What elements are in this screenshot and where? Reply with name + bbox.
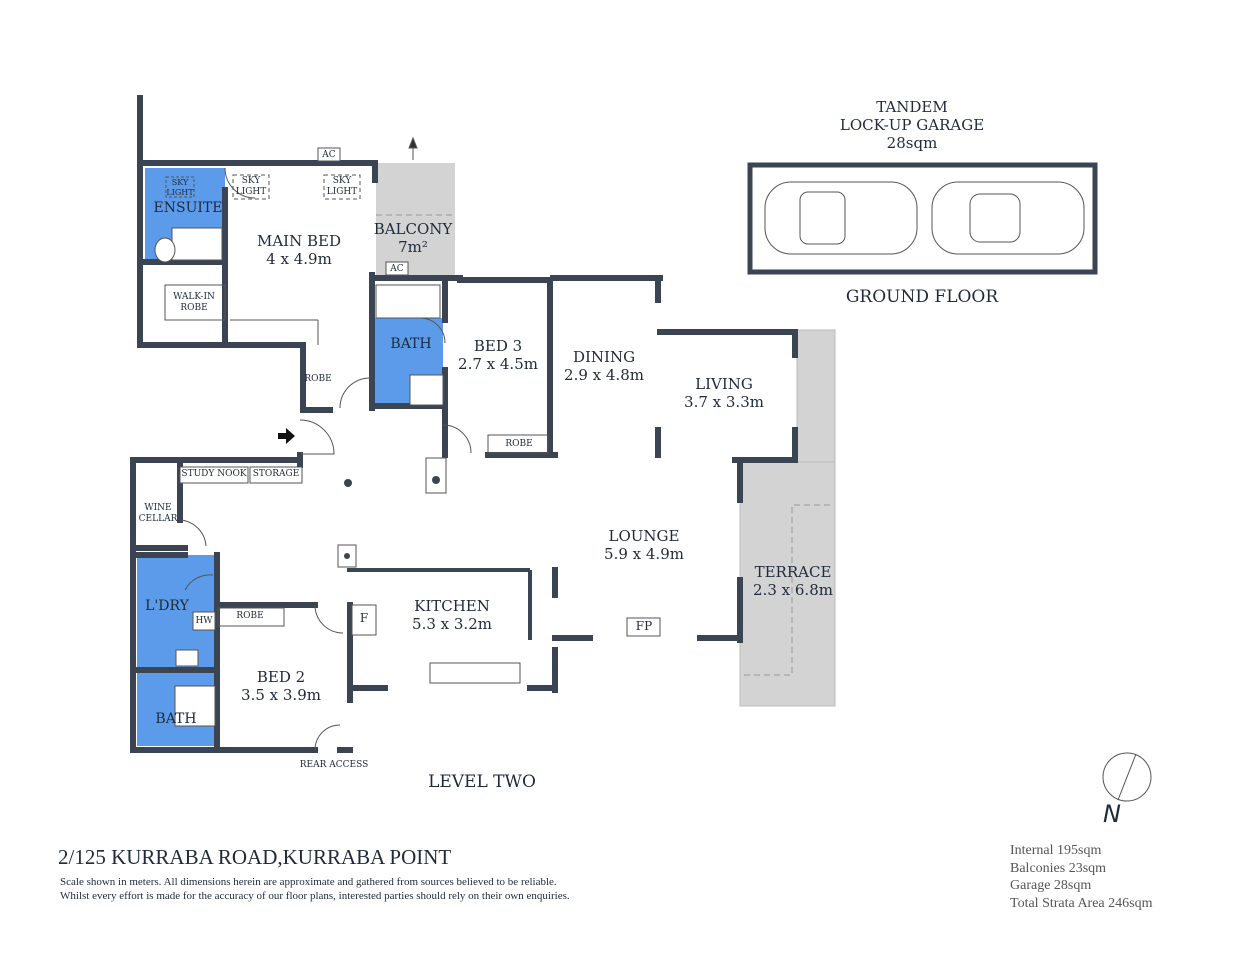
room-name: KITCHEN (414, 597, 490, 615)
fixture-lines (154, 136, 1152, 802)
room-size: 3.5 x 3.9m (241, 686, 321, 704)
fixture-text: LIGHT (235, 186, 267, 197)
room-name: BALCONY (373, 220, 453, 238)
garage-line1: TANDEM (876, 98, 948, 116)
terrace-area (739, 459, 836, 707)
disclaimer: Scale shown in meters. All dimensions he… (60, 875, 570, 903)
ensuite-label: ENSUITE (153, 200, 223, 216)
bath-upper-label: BATH (390, 336, 432, 352)
room-name: LOUNGE (608, 527, 680, 545)
hot-water-label: HW (195, 616, 213, 626)
robe-label: ROBE (236, 611, 264, 621)
room-size: 3.7 x 3.3m (684, 393, 764, 411)
terrace-strip (796, 329, 836, 463)
entry-arrow-icon (278, 428, 295, 444)
fixture-text: SKY (171, 178, 189, 187)
rear-access-label: REAR ACCESS (299, 760, 369, 770)
column-marker (344, 553, 350, 559)
room-size: 2.7 x 4.5m (458, 355, 538, 373)
garage-label: TANDEM LOCK-UP GARAGE 28sqm (840, 98, 984, 152)
ac-label: AC (390, 264, 404, 274)
area-internal: Internal 195sqm (1010, 843, 1102, 858)
room-size: 2.9 x 4.8m (564, 366, 644, 384)
car-icon (764, 181, 1085, 255)
area-summary: Internal 195sqm Balconies 23sqm Garage 2… (1010, 842, 1153, 912)
column-marker (432, 476, 440, 484)
disclaimer-line: Whilst every effort is made for the accu… (60, 890, 570, 902)
room-name: CELLAR (138, 513, 178, 524)
study-nook-label: STUDY NOOK (181, 469, 247, 479)
room-size: 5.9 x 4.9m (604, 545, 684, 563)
disclaimer-line: Scale shown in meters. All dimensions he… (60, 876, 557, 888)
room-name: TERRACE (754, 563, 832, 581)
garage-line2: LOCK-UP GARAGE (839, 116, 985, 134)
room-name: LIVING (695, 375, 753, 393)
area-balconies: Balconies 23sqm (1010, 860, 1107, 876)
ground-floor-label: GROUND FLOOR (845, 287, 999, 307)
room-name: DINING (572, 348, 636, 366)
storage-label: STORAGE (252, 469, 300, 479)
room-name: WALK-IN (173, 292, 215, 302)
fixture-text: SKY (241, 176, 261, 186)
fireplace-label: FP (635, 619, 653, 633)
room-size: 2.3 x 6.8m (753, 581, 833, 599)
fridge-label: F (359, 611, 369, 625)
robe-label: ROBE (505, 439, 533, 449)
room-name: MAIN BED (256, 232, 342, 250)
room-name: WINE (144, 503, 172, 513)
room-size: 7m² (398, 238, 428, 256)
ac-label: AC (322, 150, 336, 160)
level-two-label: LEVEL TWO (428, 772, 536, 792)
room-name: ROBE (180, 302, 208, 313)
fixture-text: LIGHT (326, 186, 358, 197)
fixture-text: LIGHT (166, 187, 194, 197)
room-size: 5.3 x 3.2m (412, 615, 492, 633)
area-total: Total Strata Area 246sqm (1010, 895, 1153, 911)
compass-north-label: N (1103, 800, 1121, 828)
robe-label: ROBE (304, 374, 332, 384)
bath-lower-label: BATH (155, 711, 197, 727)
balcony-area (376, 163, 455, 276)
area-garage: Garage 28sqm (1010, 878, 1092, 893)
room-name: BED 2 (256, 668, 306, 686)
walls (130, 95, 798, 753)
room-size: 4 x 4.9m (266, 250, 332, 268)
laundry-label: L'DRY (145, 598, 189, 614)
fixture-text: SKY (332, 176, 352, 186)
room-name: BED 3 (473, 337, 523, 355)
property-address: 2/125 KURRABA ROAD,KURRABA POINT (58, 845, 452, 869)
column-marker (344, 479, 352, 487)
garage-area: 28sqm (886, 134, 938, 152)
